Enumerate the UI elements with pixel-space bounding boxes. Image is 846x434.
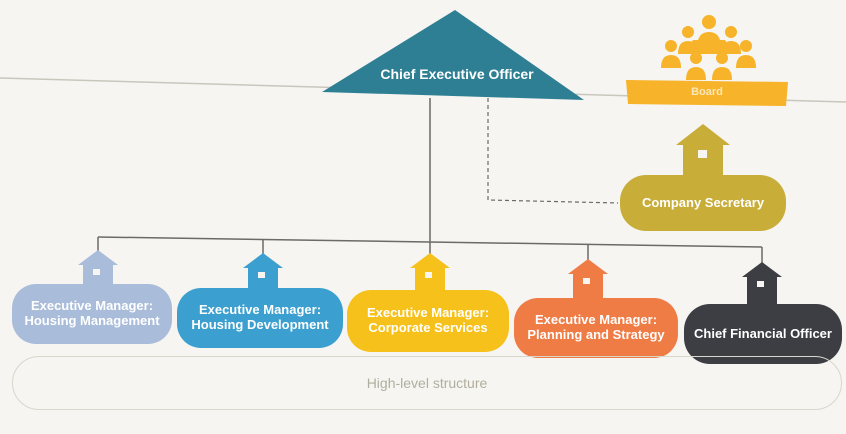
cfo-label: Chief Financial Officer [694, 325, 832, 341]
manager-title: Executive Manager: [534, 312, 658, 328]
manager-department: Corporate Services [368, 320, 488, 335]
house-icon [568, 259, 608, 303]
manager-box-housing-management: Executive Manager: Housing Management [12, 284, 172, 344]
cfo-box: Chief Financial Officer [684, 304, 842, 364]
board-label: Board [691, 86, 723, 98]
structure-caption: High-level structure [366, 375, 488, 391]
secretary-dashed-connector [487, 98, 619, 204]
ceo-label: Chief Executive Officer [380, 66, 534, 82]
company-secretary-box: Company Secretary [620, 175, 786, 231]
ceo-triangle [322, 10, 584, 100]
manager-department: Planning and Strategy [527, 327, 665, 342]
manager-title: Executive Manager: [30, 298, 154, 314]
manager-title: Executive Manager: [198, 302, 322, 318]
manager-title: Executive Manager: [366, 305, 490, 321]
structure-caption-box: High-level structure [12, 356, 842, 410]
company-secretary-label: Company Secretary [641, 194, 765, 210]
manager-box-housing-development: Executive Manager: Housing Development [177, 288, 343, 348]
manager-bus-connector [97, 236, 763, 248]
manager-department: Housing Development [191, 317, 329, 332]
board-banner [626, 80, 788, 106]
people-group-icon [661, 15, 756, 80]
manager-department: Housing Management [24, 313, 160, 328]
manager-box-corporate-services: Executive Manager: Corporate Services [347, 290, 509, 352]
house-icon [742, 262, 782, 306]
manager-box-planning-strategy: Executive Manager: Planning and Strategy [514, 298, 678, 358]
house-icon [676, 124, 730, 178]
